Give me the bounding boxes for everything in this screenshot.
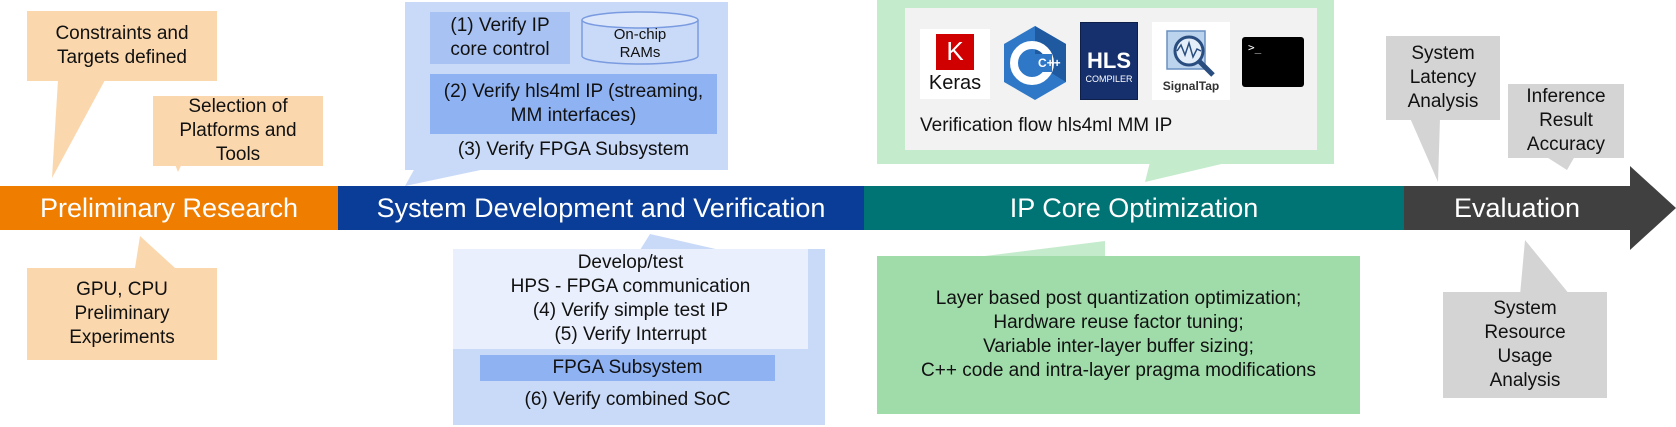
resource-text: System Resource Usage Analysis	[1484, 298, 1566, 391]
experiments-callout: GPU, CPU Preliminary Experiments	[27, 268, 217, 360]
development-bottom-callout: Develop/test HPS - FPGA communication (4…	[453, 249, 825, 425]
step4-text: (4) Verify simple test IP	[532, 300, 729, 321]
callout-pointer	[135, 236, 175, 268]
step2-text: (2) Verify hls4ml IP (streaming, MM inte…	[443, 81, 704, 126]
develop-test-box: Develop/test HPS - FPGA communication (4…	[453, 249, 808, 349]
terminal-prompt: >_	[1248, 41, 1262, 54]
hps-text: HPS - FPGA communication	[510, 276, 751, 297]
fpga-subsystem-text: FPGA Subsystem	[552, 357, 703, 378]
callout-pointer	[1145, 162, 1230, 182]
step3-text-row: (3) Verify FPGA Subsystem	[430, 137, 717, 163]
phase-label: Preliminary Research	[39, 192, 299, 223]
hls-sub-label: COMPILER	[1085, 74, 1133, 84]
constraints-text: Constraints and Targets defined	[55, 23, 189, 68]
technique-item: Layer based post quantization optimizati…	[935, 288, 1302, 309]
step2-box: (2) Verify hls4ml IP (streaming, MM inte…	[430, 74, 717, 134]
develop-text: Develop/test	[577, 252, 684, 273]
step6-row: (6) Verify combined SoC	[480, 387, 775, 413]
step5-text: (5) Verify Interrupt	[554, 324, 707, 345]
technique-item: Variable inter-layer buffer sizing;	[983, 336, 1254, 357]
phase-label: IP Core Optimization	[1009, 192, 1259, 223]
signaltap-label: SignalTap	[1162, 79, 1220, 93]
keras-letter: K	[946, 36, 964, 66]
verification-flow-panel: K Keras C++ HLS COMPILER	[905, 8, 1317, 150]
on-chip-rams-cylinder: On-chip RAMs	[580, 10, 700, 66]
phase-ip-core-optimization: IP Core Optimization	[864, 186, 1404, 230]
experiments-text: GPU, CPU Preliminary Experiments	[69, 279, 175, 348]
phase-preliminary-research: Preliminary Research	[0, 186, 338, 230]
callout-pointer	[640, 234, 720, 250]
step3-text: (3) Verify FPGA Subsystem	[457, 139, 690, 160]
platforms-callout: Selection of Platforms and Tools	[153, 96, 323, 166]
technique-item: C++ code and intra-layer pragma modifica…	[921, 360, 1316, 381]
phase-label: Evaluation	[1453, 192, 1581, 223]
callout-pointer	[1545, 156, 1575, 170]
technique-item: Hardware reuse factor tuning;	[993, 312, 1244, 333]
verification-flow-caption: Verification flow hls4ml MM IP	[920, 114, 1310, 140]
magnifier-icon	[1166, 30, 1215, 77]
callout-pointer	[1410, 118, 1440, 182]
cpp-hexagon-icon	[1004, 26, 1066, 100]
step1-text: (1) Verify IP core control	[450, 15, 550, 60]
constraints-callout: Constraints and Targets defined	[27, 11, 217, 81]
cpp-icon: C++	[1002, 24, 1068, 102]
step6-text: (6) Verify combined SoC	[524, 389, 731, 410]
optimization-top-callout: K Keras C++ HLS COMPILER	[877, 0, 1334, 164]
latency-callout: System Latency Analysis	[1386, 36, 1500, 120]
phase-system-development: System Development and Verification	[338, 186, 864, 230]
keras-label: Keras	[928, 71, 982, 94]
terminal-icon: >_	[1242, 37, 1304, 87]
fpga-subsystem-bar: FPGA Subsystem	[480, 355, 775, 381]
callout-pointer	[52, 80, 105, 178]
signaltap-icon: SignalTap	[1152, 22, 1230, 100]
platforms-text: Selection of Platforms and Tools	[179, 96, 297, 165]
cylinder-icon	[581, 11, 699, 65]
step1-box: (1) Verify IP core control	[430, 12, 570, 64]
flow-caption-text: Verification flow hls4ml MM IP	[920, 115, 1173, 136]
development-top-callout: (1) Verify IP core control On-chip RAMs …	[405, 2, 728, 170]
optimization-techniques-callout: Layer based post quantization optimizati…	[877, 256, 1360, 414]
keras-icon: K Keras	[920, 29, 990, 99]
accuracy-callout: Inference Result Accuracy	[1508, 84, 1624, 158]
callout-pointer	[1520, 240, 1570, 295]
hls-compiler-icon: HLS COMPILER	[1080, 22, 1138, 100]
hls-label: HLS	[1087, 48, 1131, 73]
keras-logo-mark: K	[936, 33, 974, 70]
accuracy-text: Inference Result Accuracy	[1526, 86, 1606, 155]
timeline-arrow-head	[1630, 166, 1676, 250]
resource-callout: System Resource Usage Analysis	[1443, 292, 1607, 398]
cpp-label: C++	[1038, 56, 1061, 70]
callout-pointer	[985, 241, 1105, 256]
phase-evaluation: Evaluation	[1404, 186, 1630, 230]
latency-text: System Latency Analysis	[1407, 43, 1479, 112]
on-chip-rams-text: On-chip RAMs	[613, 26, 667, 61]
phase-label: System Development and Verification	[376, 192, 826, 223]
callout-pointer	[405, 168, 490, 186]
